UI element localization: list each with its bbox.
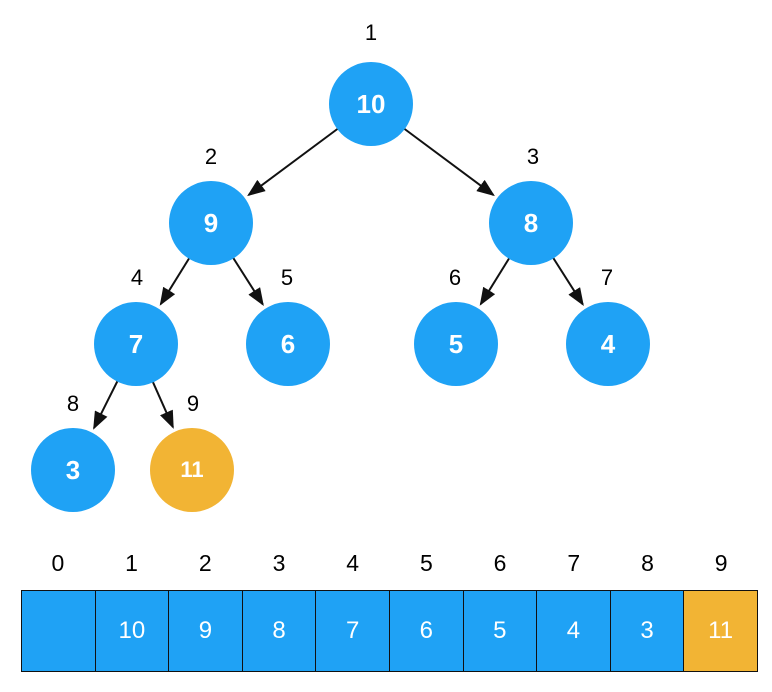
array-cell[interactable]: 9 bbox=[169, 591, 243, 671]
array-index-label: 9 bbox=[714, 550, 728, 576]
tree-node-index-label: 9 bbox=[186, 391, 200, 416]
tree-edge bbox=[479, 256, 511, 306]
array-cell-value: 5 bbox=[493, 617, 507, 644]
array-cell[interactable]: 5 bbox=[463, 591, 538, 671]
tree-node-value: 8 bbox=[523, 208, 539, 238]
tree-node[interactable]: 7 bbox=[94, 302, 178, 386]
tree-edges-layer bbox=[93, 127, 584, 430]
tree-edge bbox=[402, 127, 495, 197]
tree-node-index-label: 5 bbox=[280, 265, 294, 290]
array-cell-value: 7 bbox=[345, 617, 360, 644]
tree-node[interactable]: 10 bbox=[329, 62, 413, 146]
tree-node-index-label: 1 bbox=[364, 20, 378, 45]
tree-node-index-label: 4 bbox=[130, 265, 144, 290]
tree-node-index-label: 7 bbox=[600, 265, 614, 290]
array-cell[interactable]: 10 bbox=[95, 591, 170, 671]
tree-edge bbox=[247, 127, 340, 197]
array-cell[interactable]: 8 bbox=[242, 591, 317, 671]
tree-edge bbox=[159, 256, 191, 306]
tree-node-index-label: 8 bbox=[66, 391, 80, 416]
array-cell[interactable]: 11 bbox=[684, 591, 757, 671]
array-cell-value: 3 bbox=[640, 617, 654, 644]
tree-node[interactable]: 5 bbox=[414, 302, 498, 386]
tree-node[interactable]: 9 bbox=[169, 181, 253, 265]
tree-node[interactable]: 8 bbox=[489, 181, 573, 265]
tree-node[interactable]: 11 bbox=[150, 428, 234, 512]
array-cell-value: 8 bbox=[272, 617, 286, 644]
array-index-label: 8 bbox=[641, 550, 654, 576]
tree-edge bbox=[93, 379, 120, 430]
array-index-label: 6 bbox=[493, 550, 507, 576]
array-index-label: 5 bbox=[419, 550, 433, 576]
array-cell[interactable]: 6 bbox=[389, 591, 464, 671]
tree-node-value: 7 bbox=[128, 329, 144, 359]
array-index-label: 4 bbox=[346, 550, 360, 576]
tree-node[interactable]: 3 bbox=[31, 428, 115, 512]
tree-node[interactable]: 6 bbox=[246, 302, 330, 386]
array-cell[interactable]: 3 bbox=[610, 591, 685, 671]
tree-node-value: 5 bbox=[448, 329, 464, 359]
tree-node-index-label: 6 bbox=[448, 265, 462, 290]
tree-edge bbox=[231, 256, 264, 307]
array-index-label: 0 bbox=[51, 550, 65, 576]
tree-node-value: 4 bbox=[600, 329, 616, 359]
array-cell[interactable]: 4 bbox=[537, 591, 611, 671]
array-cell-value: 10 bbox=[118, 617, 146, 644]
tree-edge bbox=[151, 380, 174, 429]
array-index-label: 2 bbox=[198, 550, 212, 576]
tree-node-value: 9 bbox=[203, 208, 219, 238]
tree-edge bbox=[551, 256, 584, 307]
tree-node-value: 11 bbox=[180, 457, 204, 482]
array-index-row: 0 1 2 3 4 5 6 7 8 9 bbox=[21, 548, 758, 578]
array-cell-value: 6 bbox=[419, 617, 433, 644]
array-cell-value: 4 bbox=[566, 617, 581, 644]
tree-node-value: 6 bbox=[280, 329, 296, 359]
array-index-label: 1 bbox=[125, 550, 138, 576]
tree-node-value: 10 bbox=[356, 89, 386, 119]
array-container: 10 9 8 7 6 5 4 3 11 bbox=[21, 590, 758, 672]
array-cell-value: 9 bbox=[198, 617, 213, 644]
array-index-label: 7 bbox=[567, 550, 581, 576]
tree-node[interactable]: 4 bbox=[566, 302, 650, 386]
array-cell[interactable]: 7 bbox=[316, 591, 390, 671]
tree-node-index-label: 3 bbox=[526, 144, 540, 169]
array-cell-value: 11 bbox=[708, 617, 734, 644]
tree-node-value: 3 bbox=[65, 455, 81, 485]
array-cell[interactable] bbox=[22, 591, 96, 671]
edges-group bbox=[93, 127, 584, 430]
array-index-label: 3 bbox=[272, 550, 286, 576]
tree-node-index-label: 2 bbox=[204, 144, 218, 169]
